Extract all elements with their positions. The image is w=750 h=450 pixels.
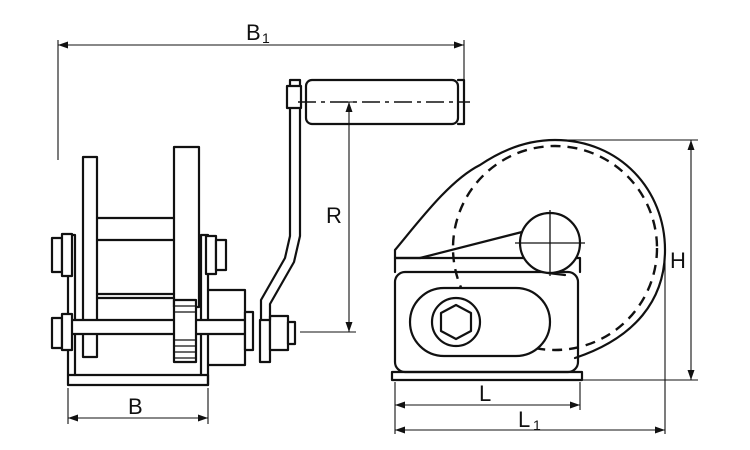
label-l1: L <box>518 407 530 432</box>
housing-collar <box>243 310 255 352</box>
label-b1: B <box>246 20 261 45</box>
handle-collar <box>285 84 303 110</box>
hex-boss <box>430 296 482 348</box>
label-h: H <box>670 248 686 273</box>
dimension-b: B <box>67 388 209 424</box>
label-b: B <box>128 394 143 419</box>
drum-hidden-circle <box>451 144 659 352</box>
bolt-head-left-lower <box>50 316 64 350</box>
through-shaft <box>60 318 252 336</box>
dimension-l: L <box>394 381 581 434</box>
left-drum-flange <box>81 155 99 359</box>
base-plate <box>66 373 210 387</box>
hex-nut <box>439 303 473 341</box>
gear-stack <box>172 298 198 364</box>
crank-arm <box>259 78 302 322</box>
winch-front-view <box>390 138 667 382</box>
right-side-plate <box>199 233 210 387</box>
label-l: L <box>479 381 491 406</box>
dimension-r: R <box>300 101 356 333</box>
label-r: R <box>326 203 342 228</box>
dimension-b1: B 1 <box>57 20 465 160</box>
dimension-l1: L 1 <box>395 252 666 434</box>
label-l1-subscript: 1 <box>533 417 541 433</box>
base-foot <box>390 370 584 382</box>
bolt-head-left-upper <box>50 236 64 274</box>
crank-washer <box>258 318 272 364</box>
right-drum-flange <box>172 145 201 309</box>
dimension-h: H <box>555 139 698 381</box>
label-b1-subscript: 1 <box>262 30 270 46</box>
bolt-head-right-upper <box>204 234 218 276</box>
crank-nut <box>268 314 290 352</box>
winch-side-view <box>50 78 470 387</box>
